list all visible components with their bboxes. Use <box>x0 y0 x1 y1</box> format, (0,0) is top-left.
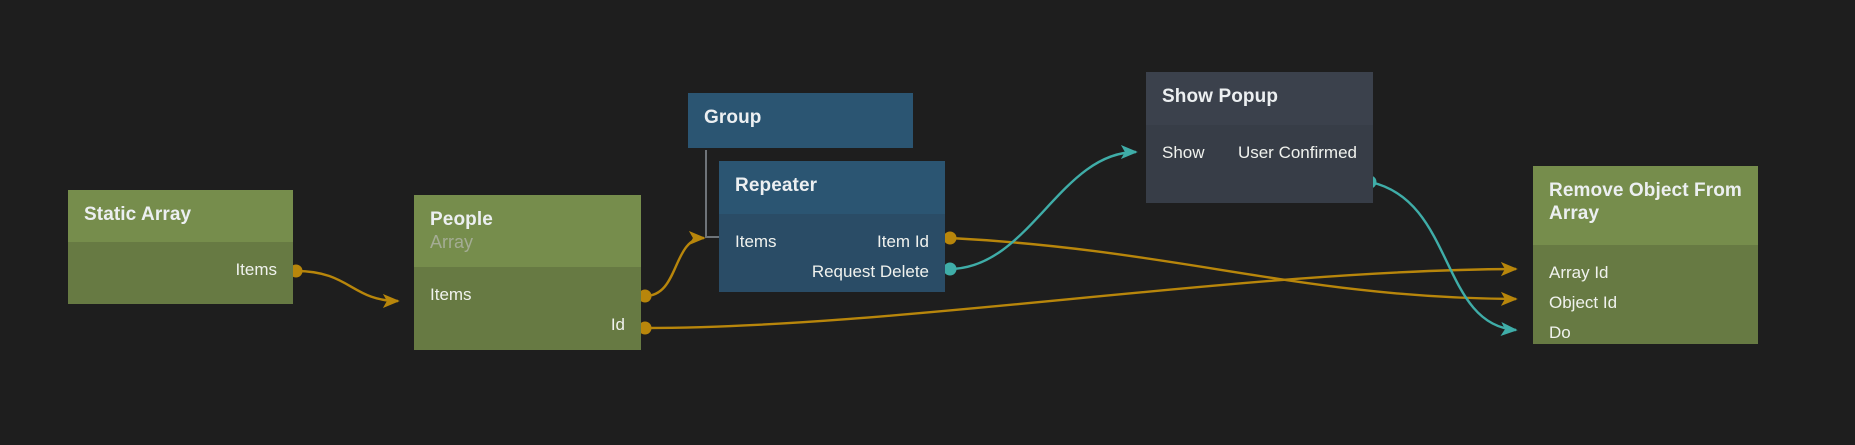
input-port-remove-object-from-array-do[interactable]: Do <box>1549 322 1571 342</box>
port-row: Show User Confirmed <box>1146 137 1373 167</box>
port-dot-e4[interactable] <box>943 262 957 276</box>
output-port-repeater-request-delete[interactable]: Request Delete <box>811 261 929 281</box>
port-row: Items Item Id <box>719 226 945 256</box>
node-body-show-popup: Show User Confirmed <box>1146 125 1373 203</box>
node-title-repeater: Repeater <box>735 175 818 196</box>
port-dot-e3[interactable] <box>943 231 957 245</box>
node-title-static-array: Static Array <box>84 204 192 225</box>
node-header-repeater[interactable]: Repeater <box>719 161 945 214</box>
output-port-repeater-item-id[interactable]: Item Id <box>877 231 929 251</box>
edge-e1[interactable] <box>295 269 400 309</box>
node-header-remove-object-from-array[interactable]: Remove Object From Array <box>1533 166 1758 245</box>
output-port-people-id[interactable]: Id <box>610 314 625 334</box>
port-row: Do <box>1533 317 1758 347</box>
node-body-remove-object-from-array: Array Id Object Id Do <box>1533 245 1758 344</box>
port-row: Id <box>414 309 641 339</box>
port-row: Items <box>414 279 641 309</box>
input-port-repeater-items[interactable]: Items <box>735 231 777 251</box>
port-row: Array Id <box>1533 257 1758 287</box>
node-subtitle-people: Array <box>430 232 474 253</box>
input-port-remove-object-from-array-object-id[interactable]: Object Id <box>1549 292 1618 312</box>
node-body-repeater: Items Item Id Request Delete <box>719 214 945 292</box>
node-header-group[interactable]: Group <box>688 93 913 148</box>
input-port-remove-object-from-array-array-id[interactable]: Array Id <box>1549 262 1609 282</box>
port-row: Items <box>68 254 293 284</box>
node-body-static-array: Items <box>68 242 293 304</box>
node-group[interactable]: Group <box>688 93 913 148</box>
input-port-people-items[interactable]: Items <box>430 284 472 304</box>
port-row: Request Delete <box>719 256 945 286</box>
input-port-show-popup-show[interactable]: Show <box>1162 142 1205 162</box>
node-title-people: People <box>430 209 493 230</box>
node-title-show-popup: Show Popup <box>1162 86 1279 107</box>
edge-e2[interactable] <box>644 230 706 298</box>
edge-e3[interactable] <box>949 236 1518 306</box>
edge-e6[interactable] <box>1369 180 1518 337</box>
port-row: Object Id <box>1533 287 1758 317</box>
output-port-static-array-items[interactable]: Items <box>235 259 277 279</box>
node-header-show-popup[interactable]: Show Popup <box>1146 72 1373 125</box>
node-title-remove-object-from-array: Remove Object From Array <box>1549 180 1742 225</box>
edge-e4[interactable] <box>949 144 1138 271</box>
node-title-group: Group <box>704 107 762 128</box>
node-header-static-array[interactable]: Static Array <box>68 190 293 242</box>
output-port-show-popup-user-confirmed[interactable]: User Confirmed <box>1237 142 1357 162</box>
